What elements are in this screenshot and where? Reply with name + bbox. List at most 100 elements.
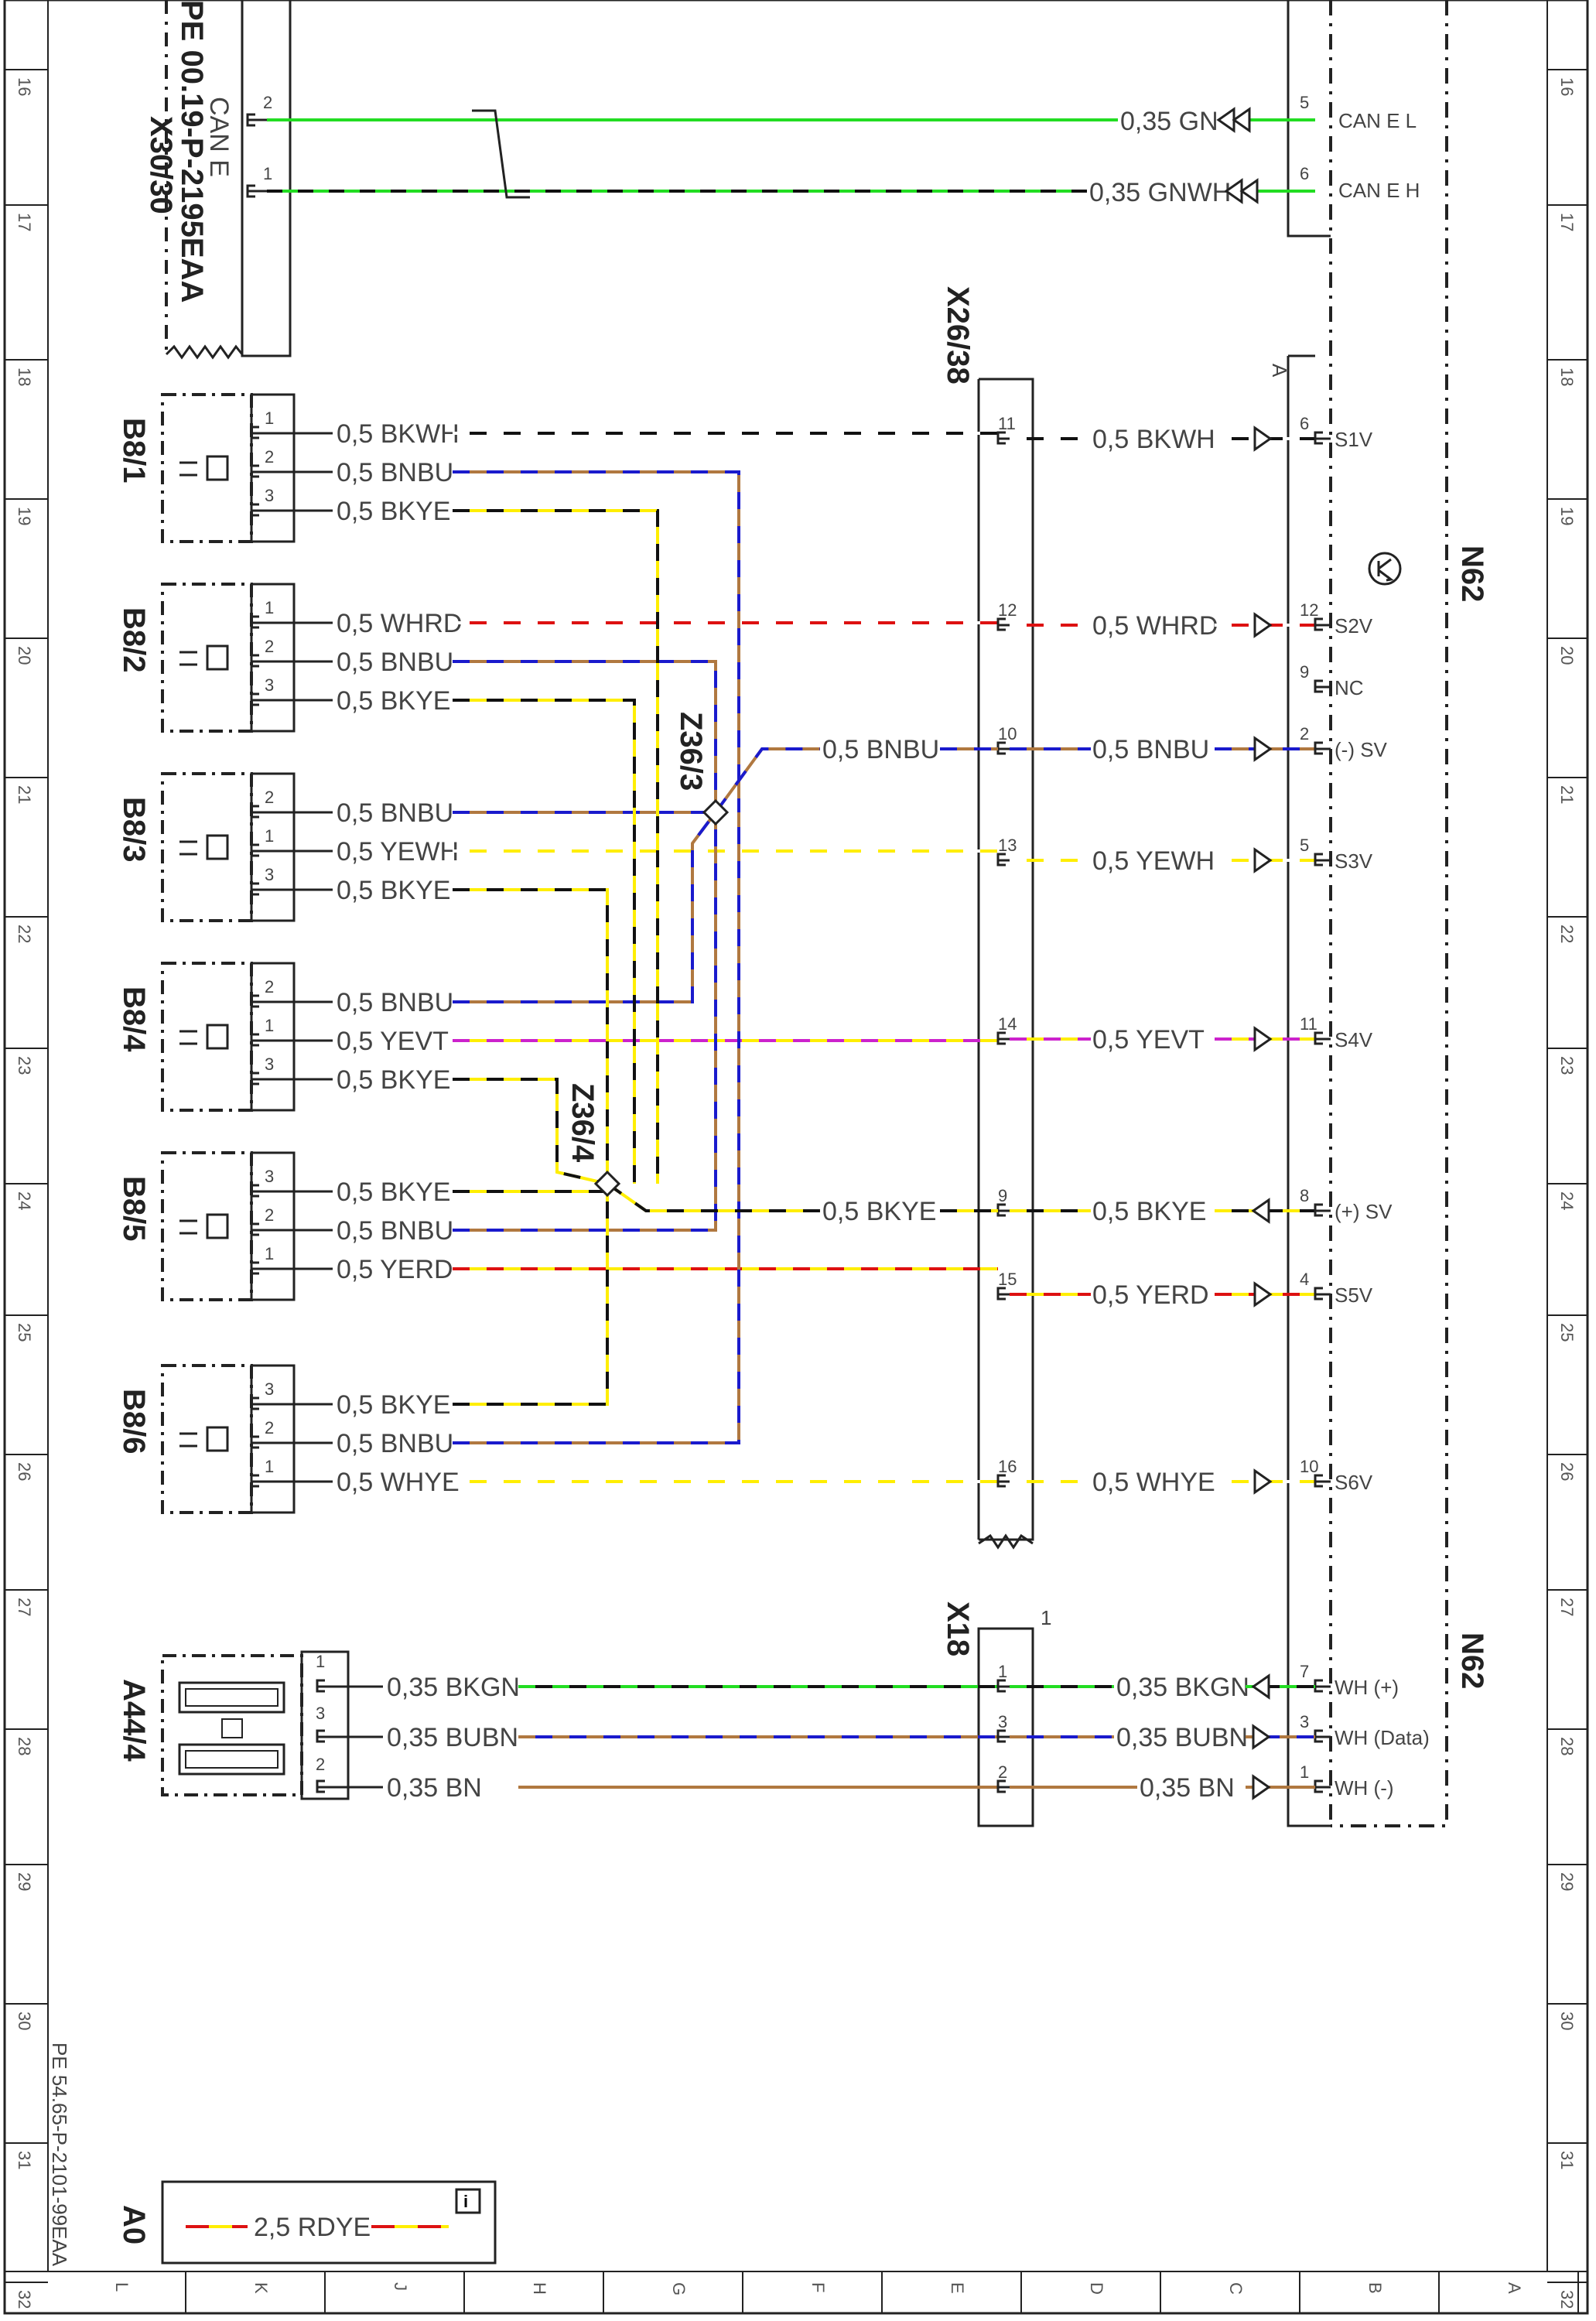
row-number-right: 30 — [1557, 2012, 1577, 2030]
n62-pin: 8 — [1300, 1186, 1309, 1205]
n62-pin: 3 — [1300, 1712, 1309, 1731]
n62-pin-label: S3V — [1335, 849, 1373, 873]
sensor-id: B8/2 — [117, 607, 151, 673]
can-wires: 0,35 GN 0,35 GNWH — [267, 107, 1315, 207]
column-letter: F — [808, 2282, 828, 2292]
n62-pin: 11 — [1300, 1014, 1317, 1034]
splice-z36-3-label: Z36/3 — [674, 712, 708, 791]
sensor-wire-label: 0,5 YERD — [337, 1255, 453, 1284]
row-number-left: 18 — [15, 367, 34, 386]
a44-wire-label: 0,35 BKGN — [387, 1673, 520, 1702]
n62-can-label-l: CAN E L — [1338, 109, 1417, 132]
n62-pin: 12 — [1300, 600, 1318, 620]
sensor-wire-label: 0,5 WHYE — [337, 1468, 460, 1497]
sensor-pin: 3 — [265, 675, 274, 695]
x18-pin: 2 — [998, 1762, 1007, 1782]
sensor-pin: 2 — [265, 788, 274, 807]
x18-connector: X18 1 — [941, 1601, 1051, 1827]
sensor-pin: 1 — [265, 1244, 274, 1263]
sensor-wire-label: 0,5 BKWH — [337, 419, 460, 449]
row-number-right: 22 — [1557, 925, 1577, 943]
n62-pin: 10 — [1300, 1457, 1318, 1476]
row-number-left: 23 — [15, 1056, 34, 1075]
row-number-right: 29 — [1557, 1872, 1577, 1891]
can-connector-id: X30/30 — [144, 116, 178, 214]
sensor-pin: 2 — [265, 447, 274, 467]
sensor-wire-label: 0,5 BNBU — [337, 1216, 453, 1246]
can-connector-ref: PE 00.19-P-2195EAA — [175, 0, 209, 303]
row-number-right: 27 — [1557, 1598, 1577, 1616]
sensor-id: B8/6 — [117, 1389, 151, 1454]
legend-box: A0 2,5 RDYE i — [117, 2180, 497, 2265]
sensor-pin: 2 — [265, 637, 274, 656]
x26-pin: 15 — [998, 1270, 1017, 1289]
sensor-pin: 1 — [265, 826, 274, 846]
n62-pin-label: (+) SV — [1335, 1200, 1393, 1223]
row-number-right: 26 — [1557, 1462, 1577, 1481]
sensor-id: B8/1 — [117, 418, 151, 484]
n62-id-bottom: N62 — [1455, 1632, 1489, 1689]
x18-wire-label: 0,35 BUBN — [1116, 1723, 1248, 1752]
row-number-left: 22 — [15, 925, 34, 943]
sensor-wire-label: 0,5 YEVT — [337, 1027, 449, 1056]
can-pin-2: 2 — [263, 93, 272, 112]
row-number-left: 17 — [15, 213, 34, 231]
sensor-wire-label: 0,5 BKYE — [337, 686, 450, 716]
n62-pin-label: WH (Data) — [1335, 1726, 1430, 1749]
sensor-wire-label: 0,5 BKYE — [337, 1390, 450, 1420]
splice-z36-4-label: Z36/4 — [566, 1083, 600, 1163]
can-bus-label: CAN E — [204, 97, 234, 177]
sensor-wire-label: 0,5 BKYE — [337, 1065, 450, 1095]
sensor-pin: 3 — [265, 1379, 274, 1399]
mid-wire-bkye-label: 0,5 BKYE — [822, 1197, 936, 1226]
sensor-wire-label: 0,5 BNBU — [337, 1429, 453, 1458]
a44-pin-1: 1 — [316, 1652, 325, 1671]
x26-pin: 14 — [998, 1014, 1017, 1034]
row-number-left: 27 — [15, 1598, 34, 1616]
row-number-left: 20 — [15, 646, 34, 665]
a44-pin-3: 3 — [316, 1704, 325, 1723]
sensor-wire-label: 0,5 YEWH — [337, 837, 459, 867]
x26-right-wire-label: 0,5 BKWH — [1092, 425, 1215, 454]
x26-pin: 12 — [998, 600, 1017, 620]
sensor-id: B8/4 — [117, 986, 151, 1052]
sensor-wire-label: 0,5 BNBU — [337, 798, 453, 828]
row-number-right: 31 — [1557, 2151, 1577, 2169]
n62-can-pin-6: 6 — [1300, 164, 1309, 183]
sensor-pin: 2 — [265, 1418, 274, 1437]
column-letter: A — [1505, 2282, 1524, 2294]
sensor-pin: 3 — [265, 486, 274, 505]
x18-section: 1 — [1041, 1606, 1051, 1629]
can-wire-gnwh-label: 0,35 GNWH — [1089, 178, 1231, 207]
row-number-right: 23 — [1557, 1056, 1577, 1075]
n62-can-pin-5: 5 — [1300, 93, 1309, 112]
row-number-left: 32 — [15, 2290, 34, 2309]
n62-pin-label: WH (+) — [1335, 1676, 1399, 1699]
row-number-left: 25 — [15, 1323, 34, 1342]
column-letter: K — [251, 2282, 271, 2294]
row-number-left: 21 — [15, 785, 34, 804]
n62-pin-label: S5V — [1335, 1284, 1373, 1307]
row-number-left: 31 — [15, 2151, 34, 2169]
n62-pin-label: S6V — [1335, 1471, 1373, 1494]
reference-code: PE 54.65-P-2101-99EAA — [48, 2042, 71, 2267]
x26-right-wire-label: 0,5 YEVT — [1092, 1025, 1205, 1055]
sensor-group: B8/1 1 0,5 BKWH 2 0,5 BNBU 3 0,5 BKYE B8/2 1 0,5 … — [117, 393, 462, 1514]
row-number-right: 28 — [1557, 1737, 1577, 1755]
n62-pin: 4 — [1300, 1270, 1309, 1289]
a44-pin-2: 2 — [316, 1755, 325, 1774]
row-number-right: 16 — [1557, 77, 1577, 96]
row-number-right: 17 — [1557, 213, 1577, 231]
n62-pin: 5 — [1300, 836, 1309, 855]
sensor-pin: 1 — [265, 408, 274, 428]
n62-pin: 6 — [1300, 414, 1309, 433]
sensor-wire-label: 0,5 BNBU — [337, 458, 453, 487]
n62-pin-label: WH (-) — [1335, 1776, 1394, 1800]
column-letter: H — [530, 2282, 549, 2295]
